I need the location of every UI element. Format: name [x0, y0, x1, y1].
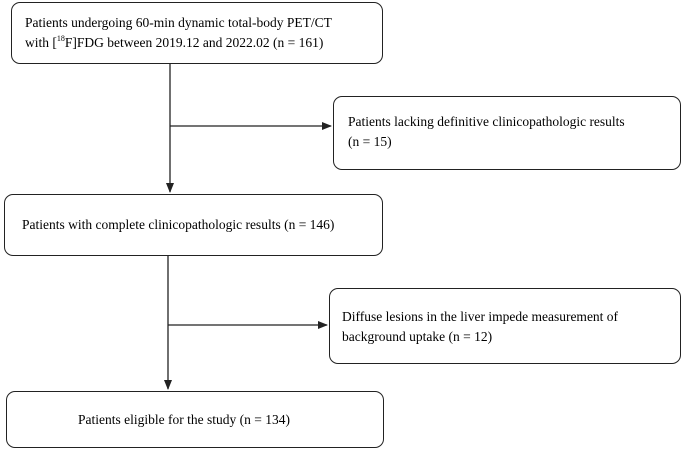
- initial-cohort-line-2-pre: with [: [25, 35, 57, 50]
- initial-cohort-line-2-post: F]FDG between 2019.12 and 2022.02 (n = 1…: [64, 35, 324, 50]
- box-eligible: Patients eligible for the study (n = 134…: [6, 391, 384, 448]
- eligible-line-1: Patients eligible for the study (n = 134…: [78, 412, 290, 427]
- complete-results-line-1: Patients with complete clinicopathologic…: [22, 217, 335, 232]
- box-exclusion-2: Diffuse lesions in the liver impede meas…: [329, 288, 681, 364]
- box-complete-results: Patients with complete clinicopathologic…: [4, 194, 383, 256]
- isotope-superscript: 18: [56, 34, 65, 43]
- exclusion-2-line-2: background uptake (n = 12): [342, 329, 493, 344]
- exclusion-1-line-1: Patients lacking definitive clinicopatho…: [348, 114, 625, 129]
- box-exclusion-1: Patients lacking definitive clinicopatho…: [333, 96, 681, 170]
- initial-cohort-line-1: Patients undergoing 60-min dynamic total…: [25, 15, 332, 30]
- box-initial-cohort: Patients undergoing 60-min dynamic total…: [11, 2, 383, 64]
- exclusion-1-line-2: (n = 15): [348, 134, 392, 149]
- exclusion-2-line-1: Diffuse lesions in the liver impede meas…: [342, 309, 619, 324]
- initial-cohort-line-2: with [18F]FDG between 2019.12 and 2022.0…: [25, 33, 382, 53]
